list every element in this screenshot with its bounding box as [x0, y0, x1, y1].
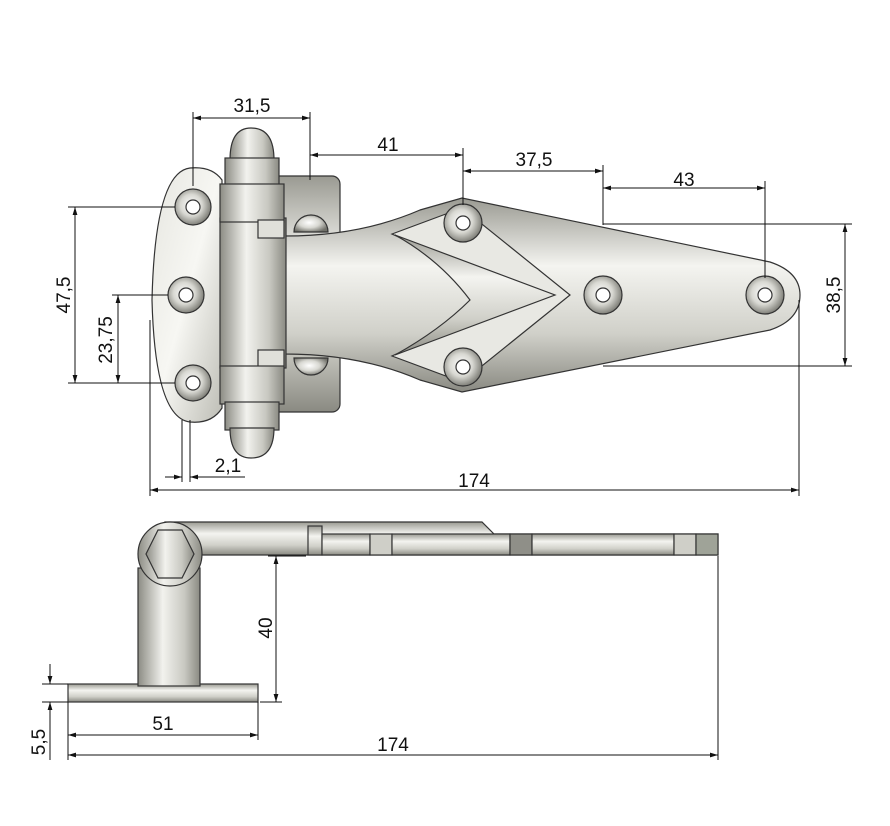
dim-offset: 2,1: [215, 456, 241, 477]
pin-shaft: [137, 567, 201, 687]
pin-cap-bottom: [229, 427, 275, 459]
hole-partial: [293, 214, 329, 233]
hole: [583, 275, 623, 315]
dim-overall-length-top: 174: [458, 471, 490, 492]
pin-hex-bottom: [224, 401, 280, 431]
side-segment-end: [695, 533, 719, 556]
base-plate: [67, 683, 259, 703]
dim-strap-width: 38,5: [824, 277, 845, 314]
side-countersink: [369, 533, 393, 556]
dim-thickness: 5,5: [29, 729, 50, 755]
side-countersink: [509, 533, 533, 556]
side-countersink: [673, 533, 697, 556]
dim-leaf-hole-half: 23,75: [96, 316, 117, 364]
strap-cutout-inner: [394, 234, 557, 356]
dim-knuckle-width: 31,5: [234, 96, 271, 117]
side-segment: [391, 533, 511, 556]
knuckle-bottom: [219, 365, 285, 405]
hole: [443, 203, 483, 243]
dim-base-length: 51: [152, 714, 173, 735]
dim-hole-to-hole-1: 41: [377, 135, 398, 156]
top-view-dimensions: 31,5 41 37,5 43 47,5 23,75 38,5 2,1: [54, 96, 852, 496]
dim-hole-to-hole-2: 37,5: [516, 150, 553, 171]
side-segment: [307, 525, 323, 556]
knuckle-bottom-tab: [257, 349, 285, 369]
hole: [745, 275, 785, 315]
side-view-dimensions: 40 5,5 51 174: [29, 555, 719, 760]
dim-leaf-hole-span: 47,5: [54, 277, 75, 314]
pin-hex-top: [224, 157, 280, 187]
dim-overall-length-side: 174: [377, 735, 409, 756]
knuckle-body: [219, 217, 287, 369]
knuckle-top: [219, 183, 285, 223]
pin-cap-top: [229, 127, 275, 161]
hex-nut: [145, 529, 195, 579]
hole: [443, 347, 483, 387]
dim-height: 40: [256, 617, 277, 638]
hole-partial: [293, 357, 329, 376]
side-segment: [321, 533, 371, 556]
hole: [174, 364, 212, 402]
side-segment: [531, 533, 675, 556]
knuckle-top-tab: [257, 219, 285, 239]
hole: [174, 188, 212, 226]
top-view: [151, 127, 801, 459]
side-view: [67, 521, 719, 703]
dim-hole-to-end: 43: [673, 170, 694, 191]
hole: [167, 276, 205, 314]
